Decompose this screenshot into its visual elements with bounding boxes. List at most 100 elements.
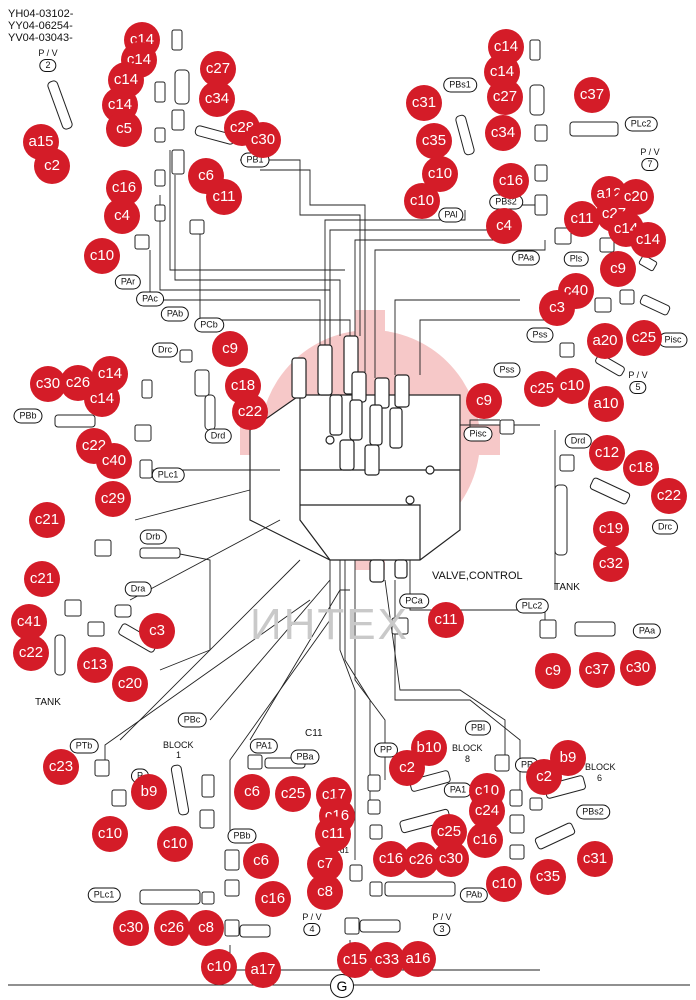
- callout-badge[interactable]: c27: [487, 79, 523, 115]
- callout-badge[interactable]: c3: [539, 290, 575, 326]
- callout-badge[interactable]: a20: [587, 323, 623, 359]
- callout-badge[interactable]: c30: [245, 122, 281, 158]
- callout-badge[interactable]: c30: [620, 650, 656, 686]
- part-code-line-3: YV04-03043-: [8, 32, 73, 44]
- callout-badge[interactable]: c2: [526, 759, 562, 795]
- callout-badge[interactable]: c41: [11, 604, 47, 640]
- tag-pisc-mid: Pisc: [463, 426, 493, 442]
- callout-badge[interactable]: c19: [593, 511, 629, 547]
- callout-badge[interactable]: c10: [201, 949, 237, 985]
- tag-plc1-left: PLc1: [151, 467, 185, 483]
- callout-badge[interactable]: c34: [485, 115, 521, 151]
- callout-badge[interactable]: c32: [593, 546, 629, 582]
- tag-drd-right: Drd: [564, 433, 592, 449]
- callout-badge[interactable]: c11: [428, 602, 464, 638]
- tag-plc1-low: PLc1: [87, 887, 121, 903]
- label-block6-num: 6: [597, 773, 603, 783]
- callout-badge[interactable]: c30: [113, 910, 149, 946]
- callout-badge[interactable]: c5: [106, 111, 142, 147]
- callout-badge[interactable]: a17: [245, 952, 281, 988]
- callout-badge[interactable]: c29: [95, 481, 131, 517]
- callout-badge[interactable]: c3: [139, 613, 175, 649]
- callout-badge[interactable]: c22: [232, 394, 268, 430]
- tag-pcb: PCb: [194, 317, 224, 333]
- watermark-text: ИНТЕХ: [250, 600, 409, 649]
- callout-badge[interactable]: b9: [131, 774, 167, 810]
- tag-pca: PCa: [399, 593, 429, 609]
- callout-badge[interactable]: c10: [404, 183, 440, 219]
- callout-badge[interactable]: c9: [212, 331, 248, 367]
- callout-badge[interactable]: c26: [60, 365, 96, 401]
- callout-badge[interactable]: a16: [400, 941, 436, 977]
- callout-badge[interactable]: c22: [651, 478, 687, 514]
- callout-badge[interactable]: c16: [467, 822, 503, 858]
- callout-badge[interactable]: c35: [530, 859, 566, 895]
- callout-badge[interactable]: c9: [600, 251, 636, 287]
- callout-badge[interactable]: c35: [416, 123, 452, 159]
- callout-badge[interactable]: c37: [574, 77, 610, 113]
- callout-badge[interactable]: c6: [243, 843, 279, 879]
- tag-pisc-right: Pisc: [658, 332, 688, 348]
- callout-badge[interactable]: c10: [486, 866, 522, 902]
- label-tank-right: TANK: [554, 582, 580, 593]
- tag-pss-a: Pss: [526, 327, 554, 343]
- callout-badge[interactable]: c23: [43, 749, 79, 785]
- callout-badge[interactable]: c14: [630, 222, 666, 258]
- callout-badge[interactable]: c9: [535, 653, 571, 689]
- tag-pbc: PBc: [177, 712, 207, 728]
- callout-badge[interactable]: c4: [104, 198, 140, 234]
- tag-drc-top: Drc: [152, 342, 178, 358]
- callout-badge[interactable]: c10: [84, 238, 120, 274]
- callout-badge[interactable]: c20: [112, 666, 148, 702]
- callout-badge[interactable]: c6: [234, 774, 270, 810]
- callout-badge[interactable]: c31: [406, 85, 442, 121]
- callout-badge[interactable]: c34: [199, 81, 235, 117]
- callout-badge[interactable]: a10: [588, 386, 624, 422]
- label-tank-left: TANK: [35, 697, 61, 708]
- tag-drb: Drb: [139, 529, 167, 545]
- callout-badge[interactable]: c18: [623, 450, 659, 486]
- callout-badge[interactable]: c12: [589, 435, 625, 471]
- tag-pa1-a: PA1: [249, 738, 279, 754]
- label-block1: BLOCK: [163, 740, 194, 750]
- callout-badge[interactable]: c37: [579, 652, 615, 688]
- callout-badge[interactable]: c2: [389, 750, 425, 786]
- callout-badge[interactable]: c11: [564, 201, 600, 237]
- callout-badge[interactable]: c11: [206, 179, 242, 215]
- callout-badge[interactable]: c33: [369, 942, 405, 978]
- callout-badge[interactable]: c4: [486, 208, 522, 244]
- callout-badge[interactable]: c31: [577, 841, 613, 877]
- tag-pab-top: PAb: [160, 306, 190, 322]
- tag-pac: PAc: [136, 291, 164, 307]
- callout-badge[interactable]: c16: [493, 163, 529, 199]
- callout-badge[interactable]: c25: [626, 320, 662, 356]
- callout-badge[interactable]: c16: [255, 881, 291, 917]
- callout-badge[interactable]: c25: [275, 776, 311, 812]
- callout-badge[interactable]: c13: [77, 647, 113, 683]
- callout-badge[interactable]: c21: [29, 502, 65, 538]
- callout-badge[interactable]: c15: [337, 942, 373, 978]
- callout-badge[interactable]: c26: [154, 910, 190, 946]
- callout-badge[interactable]: c10: [157, 826, 193, 862]
- callout-badge[interactable]: c8: [307, 874, 343, 910]
- callout-badge[interactable]: c9: [466, 383, 502, 419]
- callout-badge[interactable]: c22: [13, 635, 49, 671]
- callout-badge[interactable]: c2: [34, 148, 70, 184]
- callout-badge[interactable]: c40: [96, 443, 132, 479]
- callout-badge[interactable]: c8: [188, 910, 224, 946]
- tag-pp-a: PP: [373, 742, 399, 758]
- callout-badge[interactable]: c21: [24, 561, 60, 597]
- tag-pab-low: PAb: [459, 887, 489, 903]
- callout-badge[interactable]: c10: [554, 368, 590, 404]
- label-block1-num: 1: [176, 750, 182, 760]
- callout-badge[interactable]: c25: [431, 814, 467, 850]
- callout-badge[interactable]: c25: [524, 371, 560, 407]
- callout-badge[interactable]: c10: [92, 816, 128, 852]
- footer-mark: G: [330, 974, 354, 998]
- callout-badge[interactable]: c14: [84, 381, 120, 417]
- tag-plc2-top: PLc2: [624, 116, 658, 132]
